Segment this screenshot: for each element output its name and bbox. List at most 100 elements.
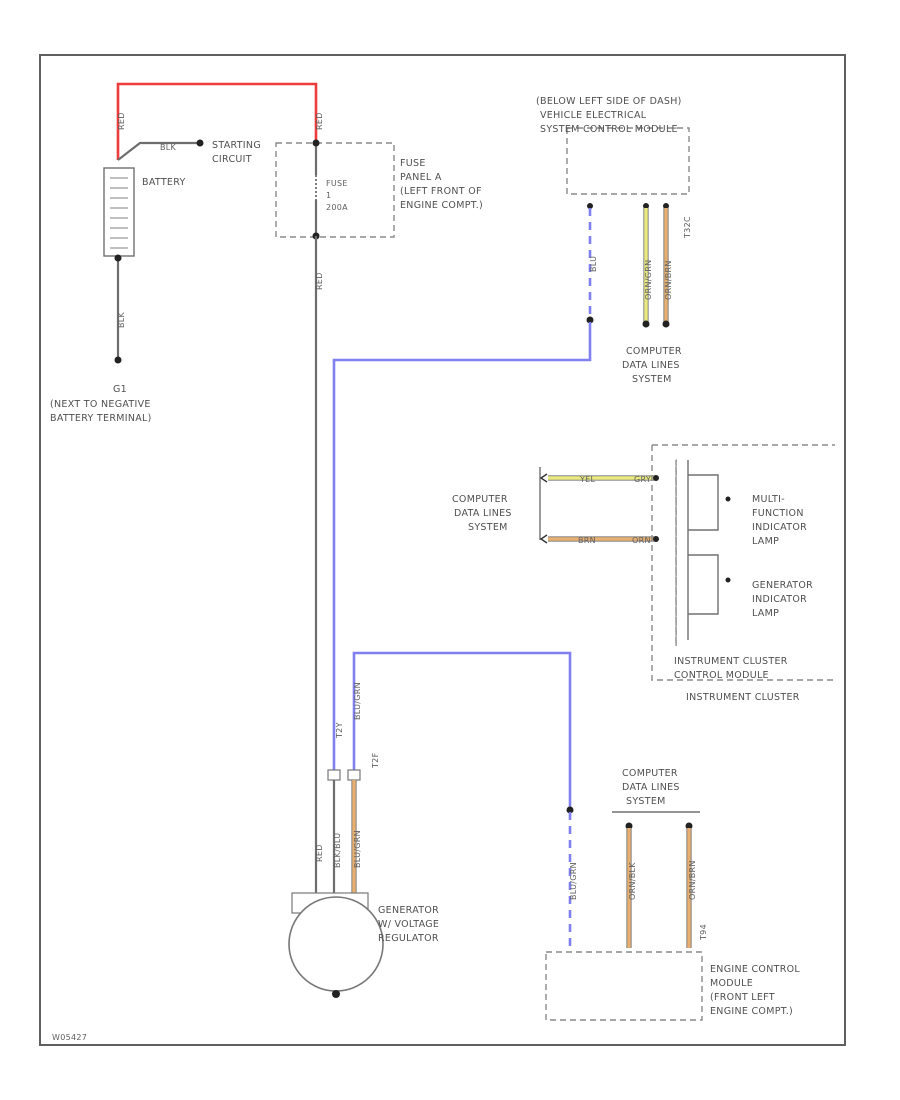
generator-ground-node [332,990,340,998]
cluster-module-label-2: CONTROL MODULE [674,670,769,681]
data-lines-bot-1: COMPUTER [622,768,678,779]
cluster-brn-label: BRN [578,536,596,545]
fuse-top-node [312,139,320,147]
data-lines-bot-3: SYSTEM [626,796,666,807]
lamp2-circuit [688,554,719,615]
cluster-yel-code: GRY [634,475,651,484]
fuse-panel-label-1: FUSE [400,158,426,169]
data-arrow-lower [539,534,548,544]
lamp1-label-3: INDICATOR [752,522,807,533]
lamp1-label-2: FUNCTION [752,508,804,519]
ecm-connector: T94 [699,924,708,941]
ecm-label-3: (FRONT LEFT [710,992,775,1003]
ecm-label-4: ENGINE COMPT.) [710,1006,793,1017]
fuse-number: 1 [326,191,331,200]
cluster-module-label-1: INSTRUMENT CLUSTER [674,656,788,667]
ground-name: G1 [113,384,127,395]
vesm-pin-a [643,203,649,209]
ground-label-2: BATTERY TERMINAL) [50,413,152,424]
vesm-wire-a-node [642,320,650,328]
gen-connector-b: T2F [371,752,380,769]
battery-label: BATTERY [142,177,186,188]
ground-label-1: (NEXT TO NEGATIVE [50,399,151,410]
generator-label-2: W/ VOLTAGE [378,919,439,930]
data-lines-mid-3: SYSTEM [468,522,508,533]
data-lines-bot-2: DATA LINES [622,782,680,793]
fuse-panel-label-4: ENGINE COMPT.) [400,200,483,211]
vesm-blu-node [586,316,594,324]
ecm-blu-node [566,806,574,814]
starting-circuit-label-1: STARTING [212,140,261,151]
lamp2-label-1: GENERATOR [752,580,813,591]
cluster-pin-yel [653,475,659,481]
lamp2-icon [725,577,731,583]
lamp2-label-3: LAMP [752,608,779,619]
ecm-wire-b-top-node [685,822,693,830]
gen-connector-a: T2Y [335,722,344,739]
ground-node [114,356,122,364]
ecm-blu-label: BLU/GRN [569,862,578,900]
vesm-label-1: (BELOW LEFT SIDE OF DASH) [536,96,682,107]
cluster-pin-brn [653,536,659,542]
vesm-to-generator-blue-wire [332,322,592,770]
vesm-connector: T32C [683,216,692,239]
vesm-wire-b-node [662,320,670,328]
starting-circuit-node [196,139,204,147]
ecm-box [545,951,703,1021]
battery-negative-node [114,254,122,262]
ground-wire-label: BLK [117,311,126,328]
feed-wire-label: RED [315,272,324,290]
gen-blk-label: BLK/BLU [333,833,342,868]
gen-blu-top-label: BLU/GRN [353,682,362,720]
starting-circuit-label-2: CIRCUIT [212,154,252,165]
fuse-name: FUSE [326,179,348,188]
ecm-wire-b-label: ORN/BRN [688,860,697,900]
instrument-cluster-label: INSTRUMENT CLUSTER [686,692,800,703]
fuse-in-red-label: RED [315,112,324,130]
generator-symbol [288,896,384,992]
generator-to-ecm-blue-wire [352,651,572,810]
data-lines-top-3: SYSTEM [632,374,672,385]
ecm-label-1: ENGINE CONTROL [710,964,800,975]
data-lines-mid-2: DATA LINES [454,508,512,519]
diagram-frame [39,54,846,1046]
battery-cable-red-label: RED [117,112,126,130]
ecm-label-2: MODULE [710,978,753,989]
vesm-label-2: VEHICLE ELECTRICAL [540,110,647,121]
vesm-label-3: SYSTEM CONTROL MODULE [540,124,678,135]
data-arrow-upper [539,473,548,483]
cluster-yel-label: YEL [579,475,596,484]
vesm-box [566,127,690,195]
gen-conn-a [327,769,341,781]
ecm-wire-a-label: ORN/BLK [628,862,637,900]
cluster-brn-code: ORN [632,536,651,545]
gen-red-label: RED [315,844,324,862]
generator-label-1: GENERATOR [378,905,439,916]
lamp2-label-2: INDICATOR [752,594,807,605]
ecm-wire-a-top-node [625,822,633,830]
vesm-wire-b-label: ORN/BRN [664,260,673,300]
vesm-wire-a-label: ORN/GRN [644,260,653,300]
gen-blu-label: BLU/GRN [353,830,362,868]
lamp1-label-4: LAMP [752,536,779,547]
battery: BATTERY [103,167,186,257]
fuse-panel-box [275,142,395,238]
vesm-blu-label: BLU [589,256,598,272]
fuse-rating: 200A [326,203,348,212]
vesm-pin-blu [587,203,593,209]
battery-positive-cable [116,82,318,160]
diagram-code: W05427 [52,1033,87,1042]
lamp1-icon [725,496,731,502]
instrument-cluster-boundary [651,444,835,681]
data-lines-top-1: COMPUTER [626,346,682,357]
gen-conn-b [347,769,361,781]
generator-label-3: REGULATOR [378,933,439,944]
fuse-panel-label-2: PANEL A [400,172,442,183]
data-lines-top-2: DATA LINES [622,360,680,371]
fuse-panel-label-3: (LEFT FRONT OF [400,186,482,197]
battery-body [103,167,135,257]
starting-circuit-wire [117,141,200,161]
data-lines-mid-1: COMPUTER [452,494,508,505]
lamp1-label-1: MULTI- [752,494,785,505]
